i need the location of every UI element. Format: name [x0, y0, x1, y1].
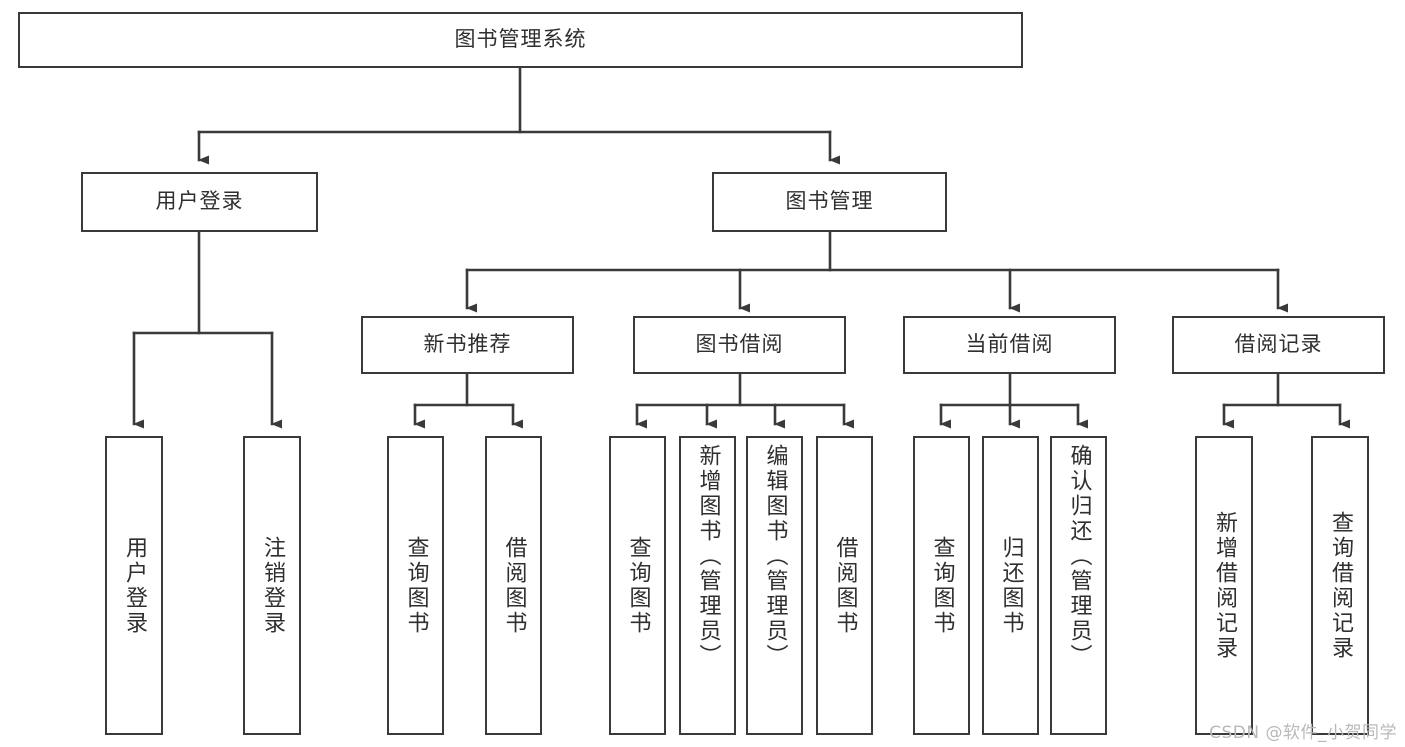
node-leaf-newbook-query-book-label: 查询图书	[403, 535, 429, 636]
node-root[interactable]: 图书管理系统	[18, 12, 1023, 68]
node-user-login-label: 用户登录	[155, 189, 244, 214]
node-user-login[interactable]: 用户登录	[81, 172, 318, 232]
node-leaf-borrow-query-book-label: 查询图书	[625, 535, 651, 636]
node-leaf-borrow-add-book-label: 新增图书（管理员）	[695, 444, 721, 669]
node-leaf-record-query-label: 查询借阅记录	[1328, 510, 1353, 661]
node-leaf-current-confirm-return-label: 确认归还（管理员）	[1066, 444, 1092, 669]
node-leaf-record-add[interactable]: 新增借阅记录	[1195, 436, 1253, 735]
node-new-book-recommend[interactable]: 新书推荐	[361, 316, 574, 374]
node-leaf-current-query-book-label: 查询图书	[929, 535, 955, 636]
node-leaf-current-query-book[interactable]: 查询图书	[913, 436, 970, 735]
node-leaf-newbook-borrow-book[interactable]: 借阅图书	[485, 436, 542, 735]
node-leaf-user-login[interactable]: 用户登录	[105, 436, 163, 735]
node-leaf-record-query[interactable]: 查询借阅记录	[1311, 436, 1369, 735]
node-current-borrow-label: 当前借阅	[965, 332, 1054, 357]
node-book-borrow-label: 图书借阅	[695, 332, 784, 357]
node-leaf-current-return-book[interactable]: 归还图书	[982, 436, 1039, 735]
node-leaf-current-confirm-return[interactable]: 确认归还（管理员）	[1050, 436, 1107, 735]
node-leaf-logout[interactable]: 注销登录	[243, 436, 301, 735]
node-root-label: 图书管理系统	[454, 27, 587, 52]
node-leaf-borrow-borrow-book[interactable]: 借阅图书	[816, 436, 873, 735]
node-leaf-record-add-label: 新增借阅记录	[1212, 510, 1237, 661]
node-leaf-borrow-edit-book[interactable]: 编辑图书（管理员）	[746, 436, 803, 735]
node-leaf-logout-label: 注销登录	[260, 535, 285, 636]
node-borrow-record-label: 借阅记录	[1234, 332, 1323, 357]
node-leaf-borrow-query-book[interactable]: 查询图书	[609, 436, 666, 735]
node-leaf-newbook-borrow-book-label: 借阅图书	[501, 535, 527, 636]
node-leaf-user-login-label: 用户登录	[122, 535, 147, 636]
csdn-watermark: CSDN @软件_小贺同学	[1209, 723, 1397, 743]
node-leaf-borrow-edit-book-label: 编辑图书（管理员）	[762, 444, 788, 669]
node-borrow-record[interactable]: 借阅记录	[1172, 316, 1385, 374]
node-current-borrow[interactable]: 当前借阅	[903, 316, 1116, 374]
node-leaf-newbook-query-book[interactable]: 查询图书	[387, 436, 444, 735]
node-new-book-recommend-label: 新书推荐	[423, 332, 512, 357]
node-leaf-current-return-book-label: 归还图书	[998, 535, 1024, 636]
node-book-management-label: 图书管理	[785, 189, 874, 214]
node-book-borrow[interactable]: 图书借阅	[633, 316, 846, 374]
node-leaf-borrow-add-book[interactable]: 新增图书（管理员）	[679, 436, 736, 735]
node-book-management[interactable]: 图书管理	[712, 172, 947, 232]
node-leaf-borrow-borrow-book-label: 借阅图书	[832, 535, 858, 636]
